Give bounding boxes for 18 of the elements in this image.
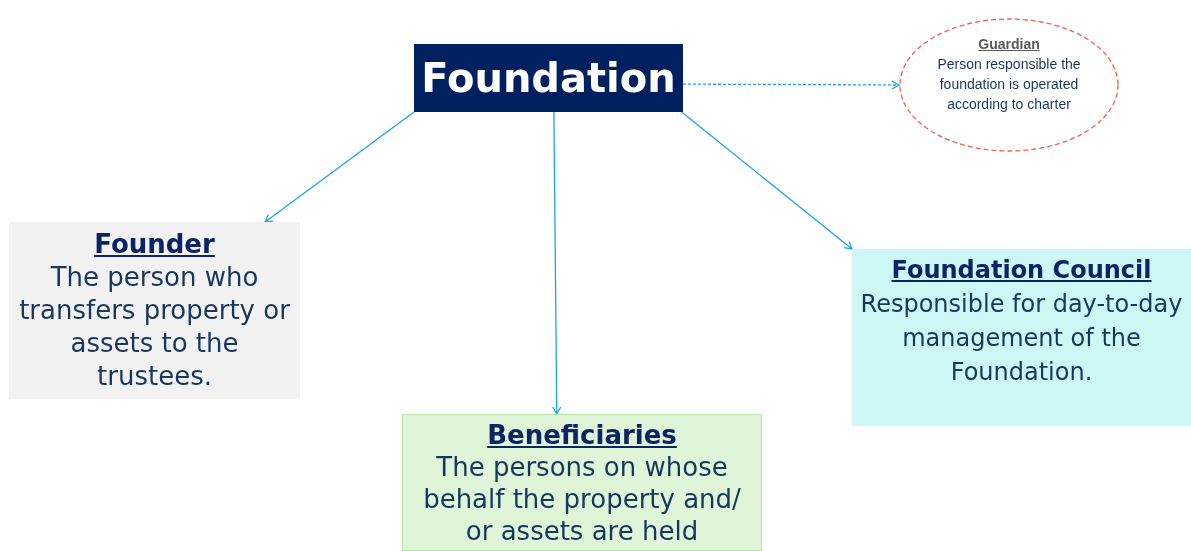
box-heading: Foundation Council	[890, 255, 1153, 286]
info-box	[852, 249, 1191, 426]
box-heading: Founder	[93, 228, 216, 261]
arrow	[682, 80, 900, 90]
note-text: Person responsible the foundation is operated according to charter	[936, 55, 1082, 114]
arrow	[681, 111, 853, 250]
note-heading: Guardian	[977, 35, 1041, 54]
note-ellipse	[899, 18, 1119, 152]
arrow	[552, 111, 562, 415]
box-description: The persons on whose behalf the property and/ or assets are held	[422, 451, 742, 547]
info-box	[9, 222, 300, 399]
title-text: Foundation	[421, 55, 676, 101]
box-heading: Beneficiaries	[486, 419, 678, 451]
info-box	[402, 414, 762, 551]
box-description: The person who transfers property or assets to the trustees.	[18, 261, 291, 393]
arrow	[264, 111, 415, 223]
box-description: Responsible for day-to-day management of the Foundation.	[859, 289, 1184, 388]
title-box	[414, 44, 683, 112]
